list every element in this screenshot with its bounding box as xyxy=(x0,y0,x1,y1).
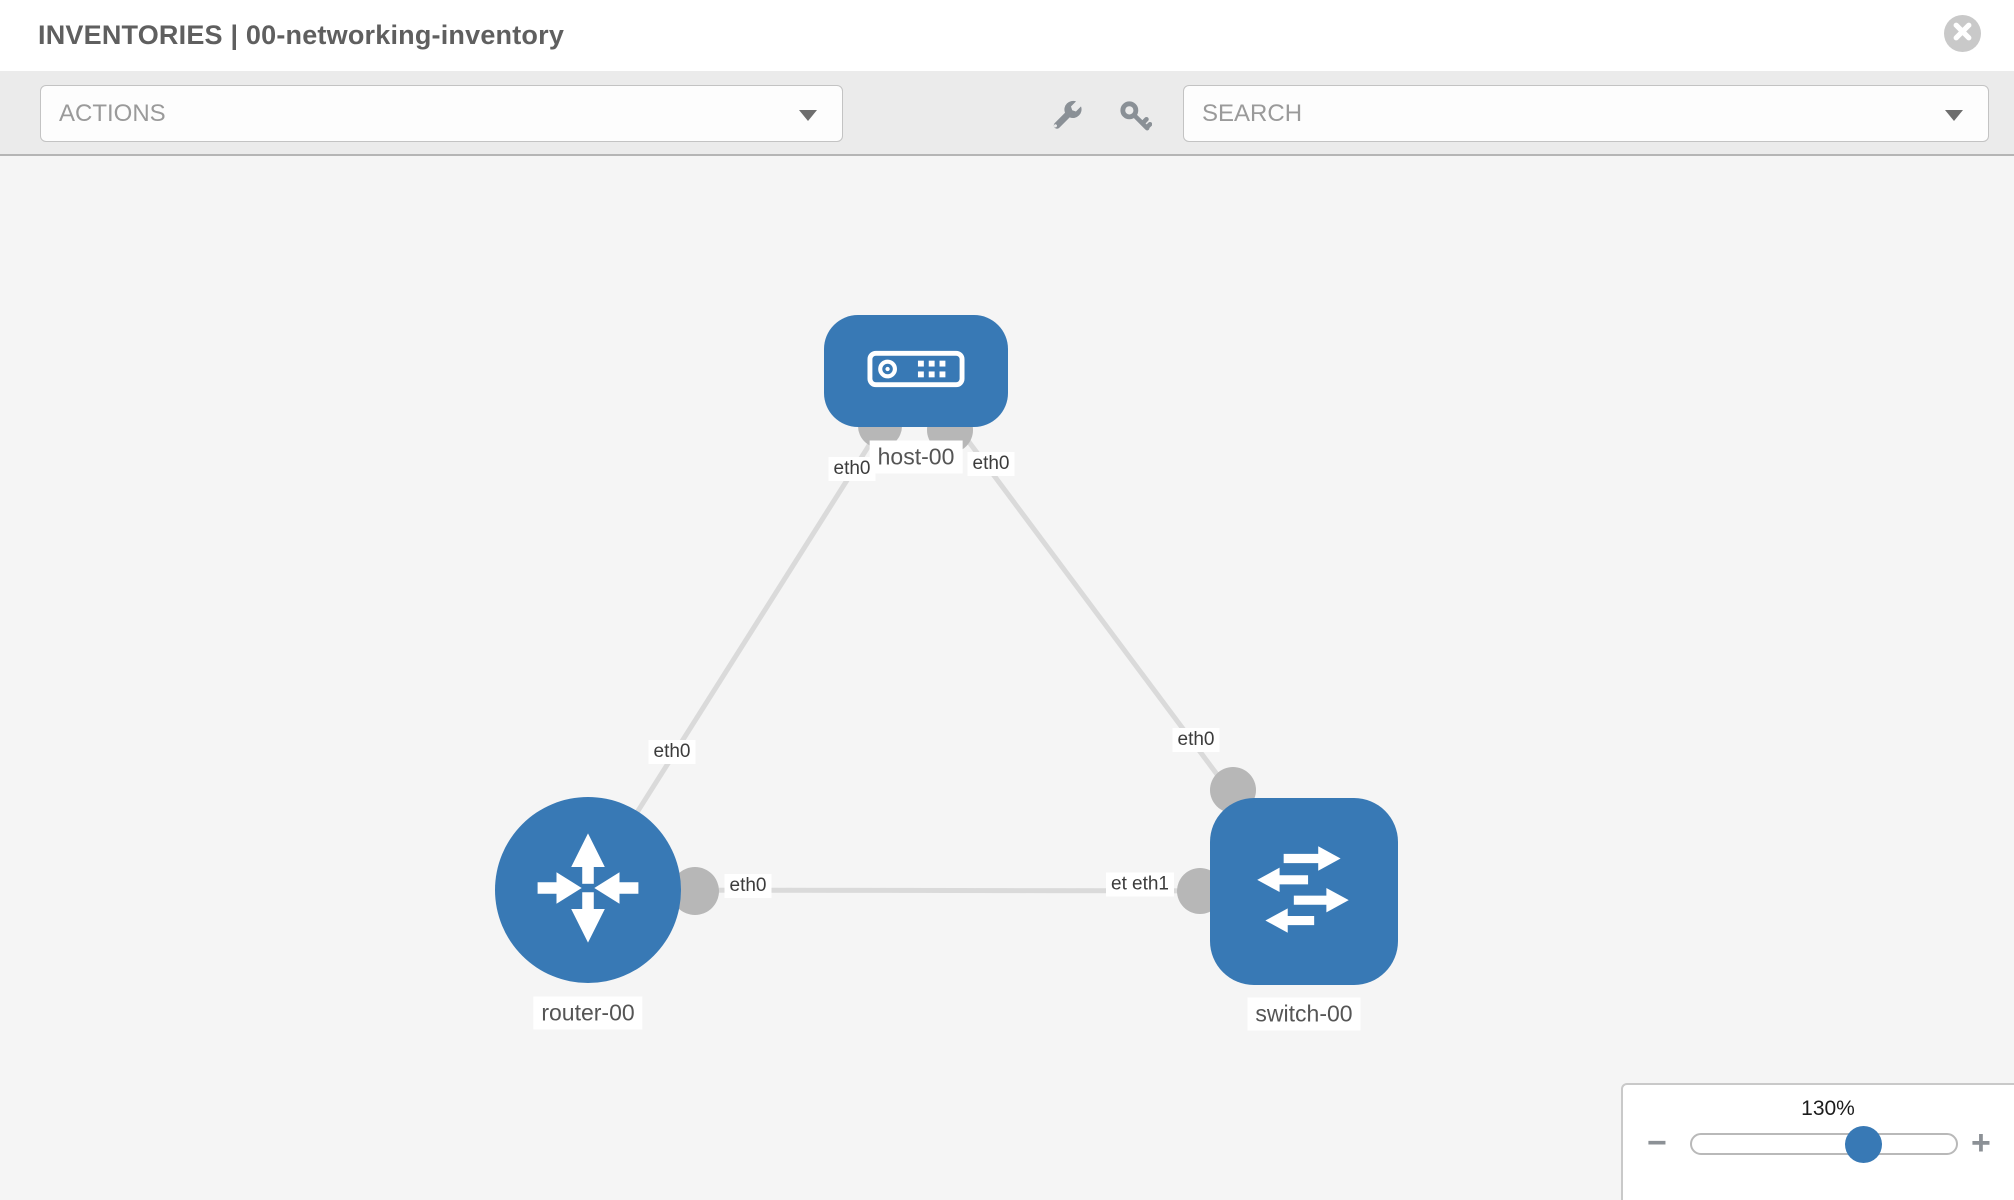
zoom-slider-handle[interactable] xyxy=(1845,1126,1882,1163)
router-icon xyxy=(525,825,651,956)
node-label-host: host-00 xyxy=(869,440,963,474)
interface-label: eth0 xyxy=(828,457,876,481)
node-host-00[interactable] xyxy=(824,315,1008,427)
host-icon xyxy=(867,350,965,393)
search-placeholder: SEARCH xyxy=(1202,100,1303,127)
search-dropdown[interactable]: SEARCH xyxy=(1183,85,1989,142)
toolbar: ACTIONS SEARCH xyxy=(0,71,2014,156)
node-label-router: router-00 xyxy=(533,996,643,1030)
wrench-icon xyxy=(1049,100,1083,137)
endpoint-dot xyxy=(671,867,719,915)
topology-canvas[interactable]: host-00 router-00 switch-00 eth0 eth0 et… xyxy=(0,156,2014,1200)
node-switch-00[interactable] xyxy=(1210,798,1398,985)
header-bar: INVENTORIES | 00-networking-inventory xyxy=(0,0,2014,71)
links-layer xyxy=(585,369,1307,915)
chevron-down-icon xyxy=(799,110,817,121)
wrench-button[interactable] xyxy=(1049,99,1083,133)
interface-label: eth1 xyxy=(1127,872,1174,897)
page-title: INVENTORIES | 00-networking-inventory xyxy=(38,20,565,50)
chevron-down-icon xyxy=(1945,110,1963,121)
close-icon xyxy=(1952,21,1973,47)
node-label-switch: switch-00 xyxy=(1247,997,1361,1031)
zoom-value: 130% xyxy=(1801,1097,1855,1120)
key-icon xyxy=(1118,101,1153,137)
switch-icon xyxy=(1243,828,1365,955)
interface-label: eth0 xyxy=(967,452,1015,476)
interface-label: eth0 xyxy=(724,874,772,898)
actions-dropdown-label: ACTIONS xyxy=(59,100,166,127)
key-button[interactable] xyxy=(1118,99,1153,133)
zoom-slider-track[interactable] xyxy=(1690,1133,1958,1155)
interface-label: eth0 xyxy=(648,740,696,764)
actions-dropdown[interactable]: ACTIONS xyxy=(40,85,843,142)
zoom-out-button[interactable]: − xyxy=(1647,1124,1667,1162)
zoom-in-button[interactable]: + xyxy=(1971,1124,1991,1162)
close-button[interactable] xyxy=(1944,15,1981,52)
node-router-00[interactable] xyxy=(495,797,681,983)
zoom-panel: 130% − + xyxy=(1621,1083,2014,1200)
interface-label: eth0 xyxy=(1172,728,1220,752)
